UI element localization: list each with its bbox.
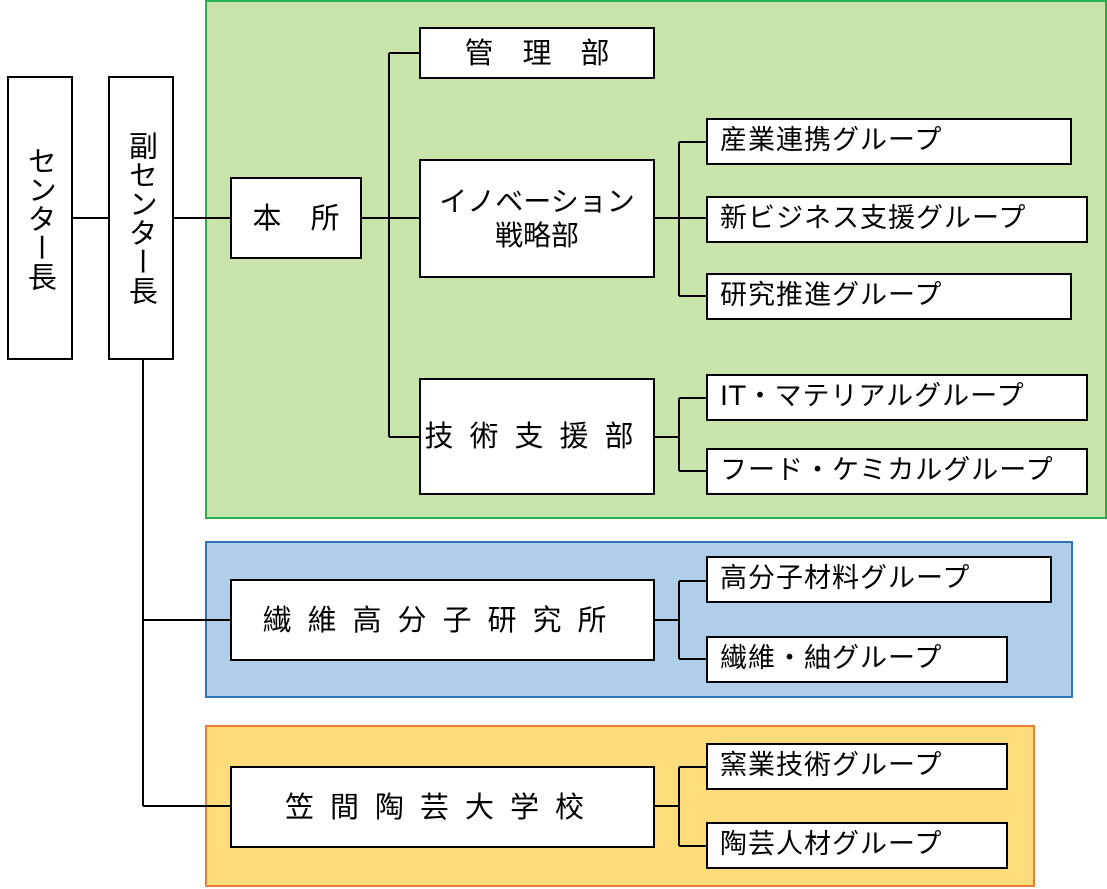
kasama-school-label: 笠間陶芸大学校 xyxy=(284,789,600,824)
polymer-group-label: 高分子材料グループ xyxy=(720,563,971,595)
ceramic-tech-group-label: 窯業技術グループ xyxy=(720,750,943,782)
innovation-dept-label-line1: イノベーション xyxy=(439,184,635,218)
textile-institute-box: 繊維高分子研究所 xyxy=(230,579,655,661)
deputy-director-label: 副センター長 xyxy=(124,131,159,305)
ceramic-tech-group-box: 窯業技術グループ xyxy=(706,743,1008,790)
it-material-group-box: IT・マテリアルグループ xyxy=(706,374,1088,421)
new-business-group-box: 新ビジネス支援グループ xyxy=(706,196,1088,243)
center-director-label: センター長 xyxy=(23,145,58,291)
food-chemical-group-box: フード・ケミカルグループ xyxy=(706,448,1088,495)
it-material-group-label: IT・マテリアルグループ xyxy=(720,381,1025,413)
innovation-dept-box: イノベーション 戦略部 xyxy=(419,159,655,278)
innovation-dept-label-line2: 戦略部 xyxy=(494,218,579,252)
main-office-label: 本 所 xyxy=(252,200,340,235)
research-promo-group-label: 研究推進グループ xyxy=(720,280,943,312)
textile-tsumugi-group-box: 繊維・紬グループ xyxy=(706,636,1008,683)
main-office-box: 本 所 xyxy=(230,177,362,259)
industry-collab-group-label: 産業連携グループ xyxy=(720,125,943,157)
ceramic-talent-group-box: 陶芸人材グループ xyxy=(706,822,1008,869)
textile-institute-label: 繊維高分子研究所 xyxy=(262,602,623,637)
admin-dept-label: 管 理 部 xyxy=(464,35,610,70)
ceramic-talent-group-label: 陶芸人材グループ xyxy=(720,829,943,861)
headquarters-region xyxy=(205,0,1107,519)
polymer-group-box: 高分子材料グループ xyxy=(706,556,1052,603)
industry-collab-group-box: 産業連携グループ xyxy=(706,118,1072,165)
textile-tsumugi-group-label: 繊維・紬グループ xyxy=(720,643,943,675)
tech-support-dept-box: 技術支援部 xyxy=(419,378,655,495)
food-chemical-group-label: フード・ケミカルグループ xyxy=(720,455,1054,487)
center-director-box: センター長 xyxy=(7,76,73,360)
new-business-group-label: 新ビジネス支援グループ xyxy=(720,203,1027,235)
tech-support-dept-label: 技術支援部 xyxy=(424,419,650,454)
admin-dept-box: 管 理 部 xyxy=(419,27,655,79)
research-promo-group-box: 研究推進グループ xyxy=(706,273,1072,320)
kasama-school-box: 笠間陶芸大学校 xyxy=(230,766,655,848)
deputy-director-box: 副センター長 xyxy=(108,76,174,360)
